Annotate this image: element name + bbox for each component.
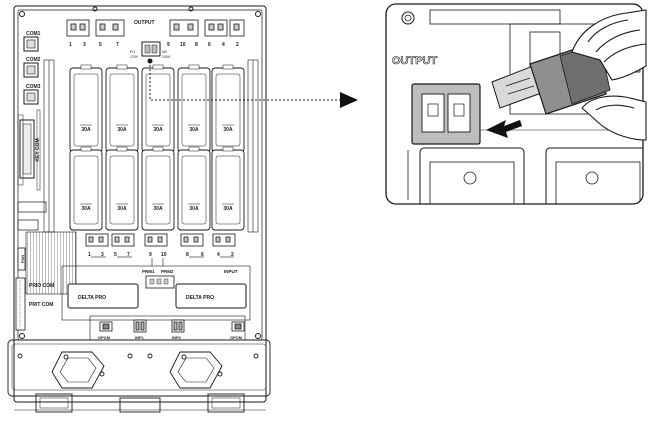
gpcm-left-label: GPCM [98, 335, 111, 340]
delta-pro-right-label: DELTA PRO [186, 295, 214, 301]
bottom-port-numbers: 1 3 5 7 9 10 8 6 4 2 [88, 252, 234, 258]
svg-text:4: 4 [222, 42, 225, 48]
breaker-6[interactable]: 30A [69, 146, 103, 231]
svg-text:8: 8 [195, 42, 198, 48]
switch-right-label: N/L [162, 50, 168, 54]
inp1-label: INP1 [135, 335, 145, 340]
pan-label: PAN [20, 255, 25, 263]
breaker-rating-label: 30A [223, 127, 233, 133]
com1-label: COM1 [26, 31, 41, 37]
vent-grille [25, 231, 77, 295]
prio-com-label: PRIO COM [29, 283, 54, 289]
breaker-rating-label: 30A [117, 206, 127, 212]
hand-illustration [571, 9, 647, 141]
breaker-3[interactable]: 30A [141, 64, 175, 153]
breaker-8[interactable]: 30A [141, 146, 175, 231]
gpcm-right-label: GPCM [230, 335, 243, 340]
svg-text:7: 7 [116, 42, 119, 48]
svg-text:6: 6 [208, 42, 211, 48]
callout-arrowhead [340, 92, 358, 108]
bottom-mounting-section [7, 339, 271, 413]
breaker-7[interactable]: 30A [105, 146, 139, 231]
output-label: OUTPUT [134, 20, 155, 26]
input-label: INPUT [224, 269, 238, 274]
insert-arrow [486, 120, 522, 138]
pan-connector[interactable] [17, 247, 26, 271]
breaker-10[interactable]: 30A [211, 146, 245, 231]
prm1-label: PRM1 [142, 269, 155, 274]
svg-text:1: 1 [88, 252, 91, 258]
callout-leader-line [149, 61, 340, 101]
com-ports: COM1 COM2 COM3 KEY COM [17, 31, 41, 191]
terminal-block-1-3[interactable] [66, 19, 90, 37]
key-com-label: KEY COM [35, 138, 41, 161]
svg-text:1: 1 [69, 42, 72, 48]
breaker-2[interactable]: 30A [105, 64, 139, 153]
svg-text:9: 9 [167, 42, 170, 48]
breaker-rating-label: 30A [153, 127, 163, 133]
switch-left-label: P/1 [130, 50, 135, 54]
input-row [89, 315, 246, 341]
svg-text:240V: 240V [162, 55, 171, 59]
breaker-rating-label: 30A [81, 206, 91, 212]
breaker-9[interactable]: 30A [177, 146, 211, 231]
top-terminal-blocks [66, 19, 245, 37]
zoom-callout: OUTPUT [385, 3, 647, 205]
breaker-rating-label: 30A [81, 127, 91, 133]
prio-prit-connector[interactable] [15, 277, 26, 331]
svg-text:10: 10 [161, 252, 167, 258]
breaker-rating-label: 30A [117, 127, 127, 133]
com2-label: COM2 [26, 57, 41, 63]
zoom-output-label: OUTPUT [392, 55, 438, 67]
breaker-4[interactable]: 30A [177, 64, 211, 153]
output-port[interactable] [141, 41, 161, 57]
breaker-rating-label: 30A [153, 206, 163, 212]
inp2-label: INP2 [172, 335, 182, 340]
delta-pro-right[interactable] [175, 283, 247, 309]
bottom-port-leaders [91, 256, 234, 266]
delta-pro-left-label: DELTA PRO [78, 295, 106, 301]
prit-com-label: PRIT COM [29, 302, 53, 308]
svg-text:4: 4 [217, 252, 220, 258]
top-port-numbers: 1 3 5 7 9 10 8 6 4 2 [69, 42, 239, 48]
breaker-rating-label: 30A [189, 127, 199, 133]
svg-text:2: 2 [231, 252, 234, 258]
svg-text:6: 6 [201, 252, 204, 258]
svg-text:3: 3 [83, 42, 86, 48]
breaker-rating-label: 30A [189, 206, 199, 212]
svg-text:5: 5 [114, 252, 117, 258]
breaker-1[interactable]: 30A [69, 64, 103, 153]
bottom-terminal-blocks [85, 233, 236, 247]
svg-text:3: 3 [101, 252, 104, 258]
svg-text:9: 9 [149, 252, 152, 258]
com3-label: COM3 [26, 84, 41, 90]
svg-text:7: 7 [127, 252, 130, 258]
breaker-5[interactable]: 30A [211, 64, 245, 153]
delta-pro-modules [61, 265, 251, 321]
breaker-rating-label: 30A [223, 206, 233, 212]
delta-pro-left[interactable] [67, 283, 139, 309]
svg-text:5: 5 [99, 42, 102, 48]
terminal-block-6-4[interactable] [204, 19, 228, 37]
svg-text:10: 10 [180, 42, 186, 48]
svg-text:2: 2 [236, 42, 239, 48]
svg-text:8: 8 [186, 252, 189, 258]
prm2-label: PRM2 [161, 269, 174, 274]
svg-text:120V: 120V [130, 55, 139, 59]
circuit-breakers: 30A 30A 30A 30A 30A 30A 30A 30A 30A 30A [69, 64, 245, 231]
